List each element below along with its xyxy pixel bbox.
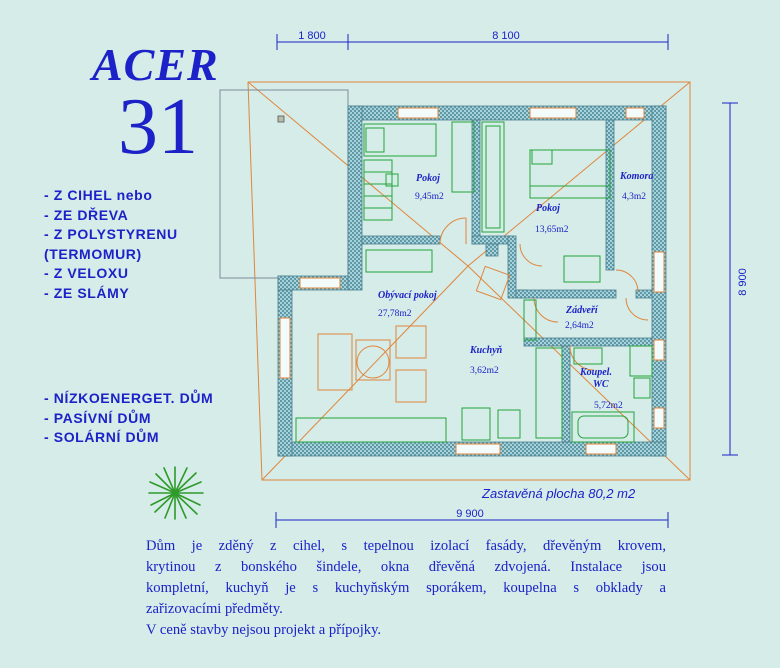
description-line: krytinou z bonského šindele, okna dřevěn…: [146, 559, 666, 575]
house-type-item: - SOLÁRNÍ DŮM: [44, 429, 160, 445]
project-name: ACER: [92, 39, 219, 90]
room-name: Kuchyň: [469, 345, 503, 356]
description-line: V ceně stavby nejsou projekt a přípojky.: [146, 622, 382, 638]
dimension-right-label: 8 900: [737, 268, 749, 296]
room-name: Pokoj: [536, 203, 560, 214]
room-name-second-line: WC: [593, 379, 609, 390]
house-type-item: - NÍZKOENERGET. DŮM: [44, 390, 214, 406]
room-area: 13,65m2: [535, 225, 569, 235]
house-types-list: - NÍZKOENERGET. DŮM - PASÍVNÍ DŮM - SOLÁ…: [44, 389, 213, 448]
room-area: 9,45m2: [415, 192, 444, 202]
furniture: [295, 121, 653, 443]
description-line: Dům je zděný z cihel, s tepelnou izolací…: [146, 538, 666, 554]
dimension-bottom: [275, 512, 669, 528]
material-item: - ZE DŘEVA: [44, 206, 129, 223]
description-line: zařizovacími předměty.: [146, 601, 283, 617]
pergola-post: [277, 115, 285, 123]
room-labels: Pokoj 9,45m2 Pokoj 13,65m2 Komora 4,3m2 …: [378, 171, 653, 411]
plant-icon: [148, 466, 204, 520]
dimension-right: [722, 102, 738, 456]
room-area: 27,78m2: [378, 309, 412, 319]
materials-list: - Z CIHEL nebo - ZE DŘEVA - Z POLYSTYREN…: [44, 186, 178, 303]
house-type-item: - PASÍVNÍ DŮM: [44, 409, 152, 426]
built-area-label: Zastavěná plocha 80,2 m2: [481, 486, 636, 501]
room-area: 4,3m2: [622, 192, 646, 202]
dimension-bottom-label: 9 900: [456, 508, 484, 520]
room-area: 5,72m2: [594, 401, 623, 411]
description-line: kompletní, kuchyň je s kuchyňským sporák…: [146, 580, 666, 596]
interior-walls: [361, 119, 653, 443]
room-name: Koupel.: [579, 367, 612, 378]
material-item: (TERMOMUR): [44, 245, 142, 262]
room-area: 2,64m2: [565, 321, 594, 331]
dimension-top-left-label: 1 800: [298, 30, 326, 42]
room-area: 3,62m2: [470, 366, 499, 376]
material-item: - Z VELOXU: [44, 265, 129, 281]
sofa-set: [317, 265, 511, 403]
windows: [279, 107, 665, 455]
dimension-top-right-label: 8 100: [492, 30, 520, 42]
house-description: Dům je zděný z cihel, s tepelnou izolací…: [146, 536, 666, 641]
project-number: 31: [118, 83, 198, 171]
room-name: Zádveří: [565, 305, 599, 316]
material-item: - Z POLYSTYRENU: [44, 226, 178, 242]
dimension-top: [276, 34, 669, 50]
doors: [439, 217, 649, 371]
room-name: Pokoj: [416, 173, 440, 184]
room-name: Obývací pokoj: [378, 290, 437, 301]
material-item: - ZE SLÁMY: [44, 284, 130, 301]
room-name: Komora: [619, 171, 653, 182]
material-item: - Z CIHEL nebo: [44, 187, 153, 203]
